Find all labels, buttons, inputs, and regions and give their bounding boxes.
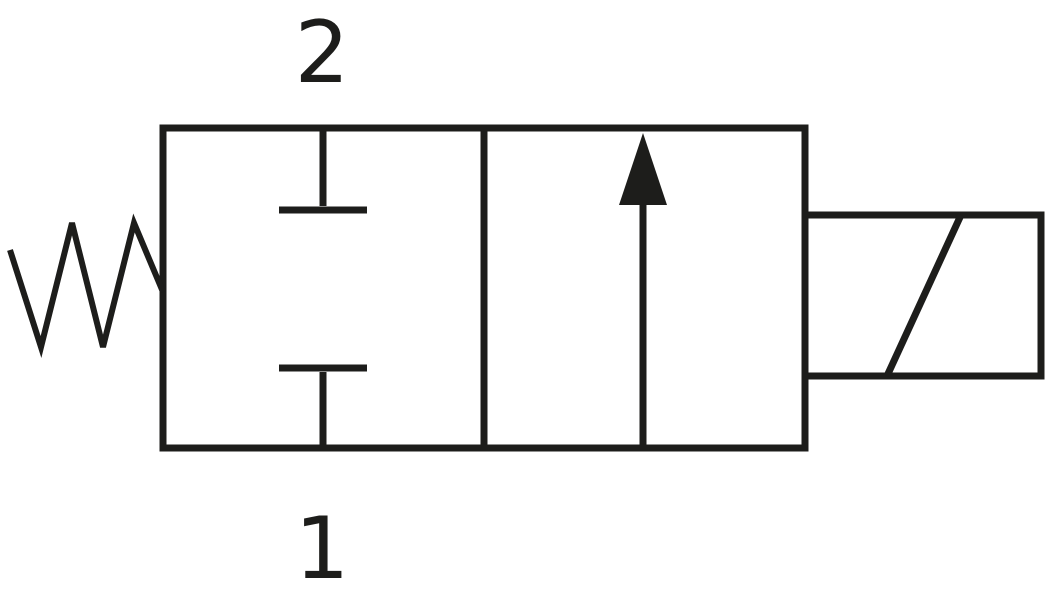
spring-return-icon: [7, 213, 166, 358]
valve-body: [159, 124, 809, 452]
blocked-port-icon: [279, 128, 367, 214]
port-1-label: 1: [295, 499, 350, 599]
closed-position-chamber: [279, 128, 367, 448]
open-position-chamber: [619, 133, 667, 448]
spring-zigzag: [7, 213, 166, 358]
solenoid-actuator-icon: [801, 211, 1045, 380]
flow-arrow-head: [619, 133, 667, 205]
solenoid-box: [801, 211, 1045, 380]
blocked-port-icon: [279, 364, 367, 448]
port-2-label: 2: [295, 3, 350, 103]
flow-arrow-icon: [619, 133, 667, 448]
solenoid-diagonal: [883, 213, 965, 378]
